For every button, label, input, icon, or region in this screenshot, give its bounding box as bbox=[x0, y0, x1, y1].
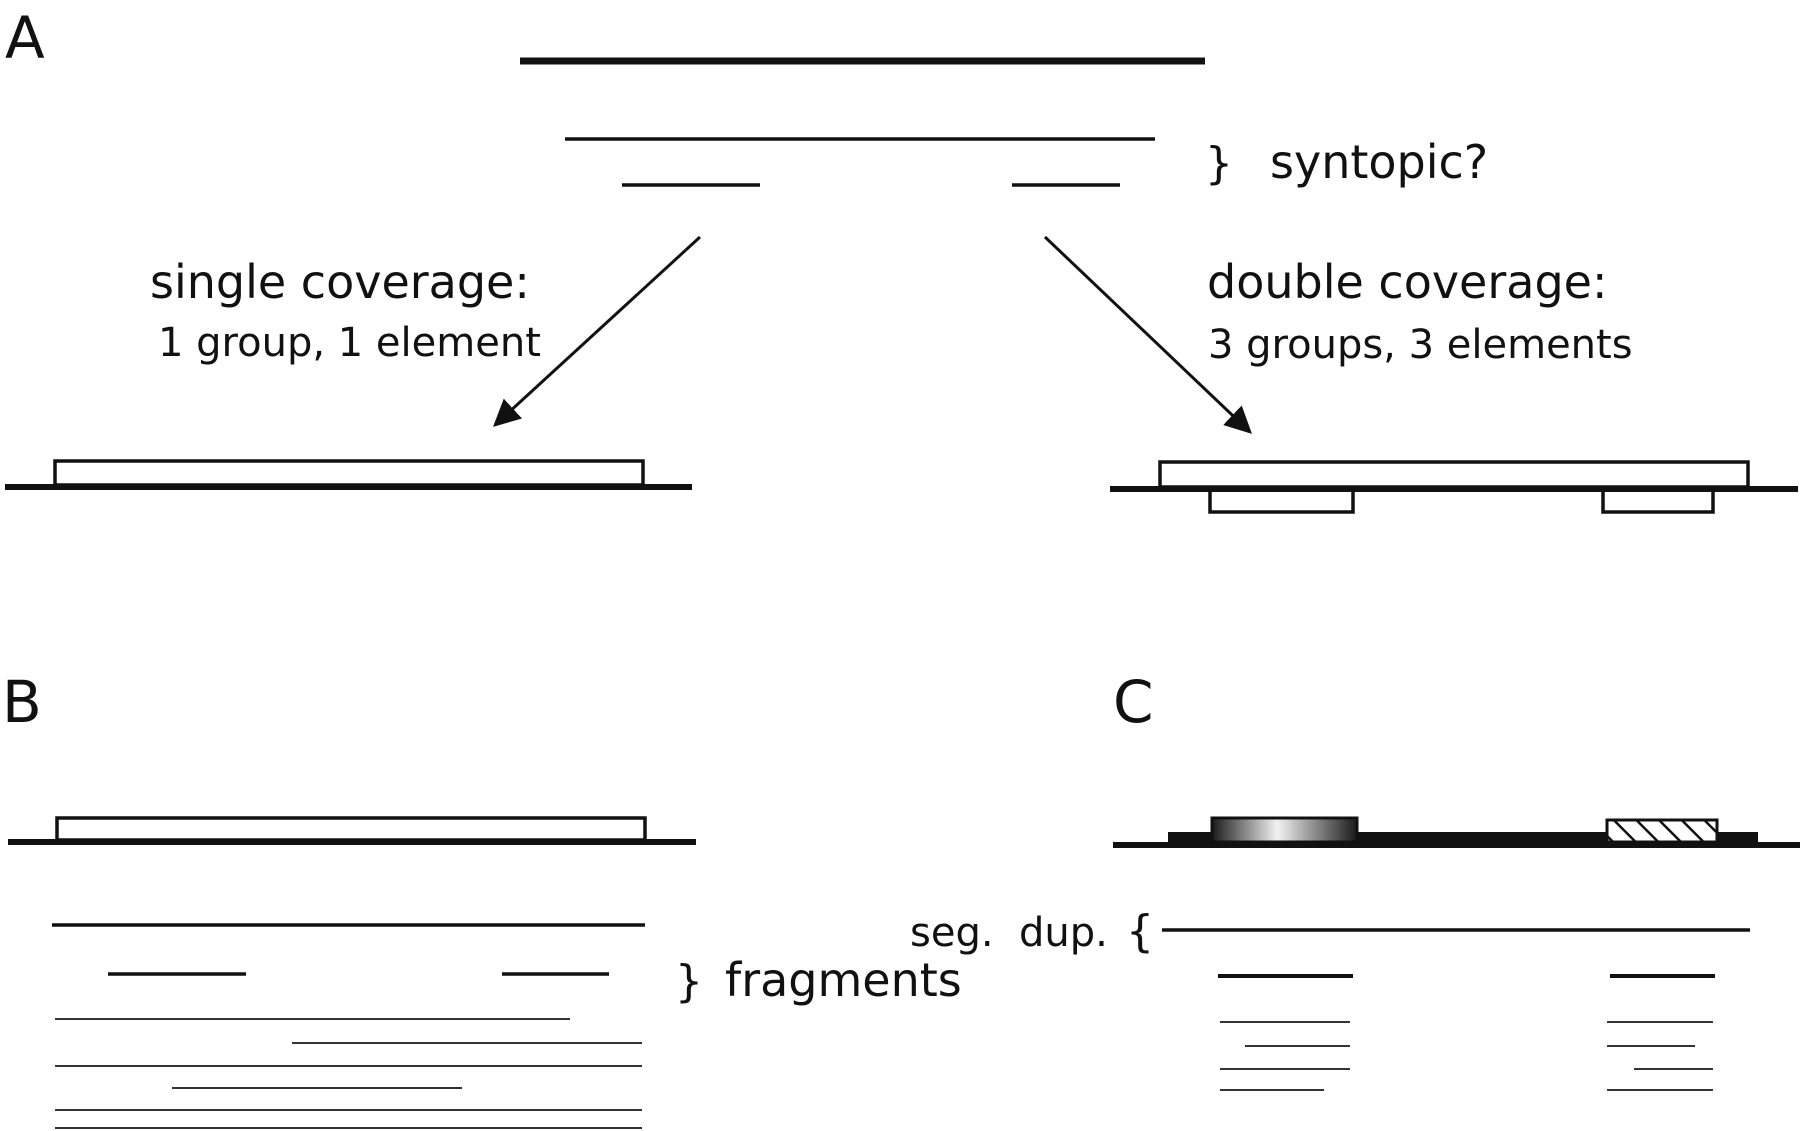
element-box bbox=[53, 459, 645, 487]
fragments-bracket: } bbox=[675, 956, 703, 1007]
fragments-label: fragments bbox=[725, 953, 962, 1007]
element-box bbox=[55, 816, 647, 842]
single-coverage-genome bbox=[5, 459, 692, 490]
shaded-element bbox=[1210, 816, 1359, 844]
hatched-element bbox=[1605, 818, 1719, 844]
single-coverage-title: single coverage: bbox=[150, 255, 530, 309]
single-coverage-subtitle: 1 group, 1 element bbox=[158, 320, 541, 366]
syntopic-bracket: } bbox=[1205, 138, 1233, 189]
seg-dup-bracket: { bbox=[1126, 906, 1154, 957]
element-box-left bbox=[1208, 488, 1355, 514]
panel-label-c: C bbox=[1113, 668, 1154, 736]
query-alignments-a bbox=[520, 57, 1205, 187]
double-coverage-title: double coverage: bbox=[1207, 255, 1607, 309]
panel-label-b: B bbox=[2, 668, 42, 736]
element-box-right bbox=[1601, 488, 1715, 514]
panel-label-a: A bbox=[5, 4, 45, 72]
element-box-full bbox=[1158, 460, 1750, 489]
double-coverage-subtitle: 3 groups, 3 elements bbox=[1208, 322, 1633, 368]
double-coverage-genome bbox=[1110, 460, 1798, 514]
seg-dup-label: seg. dup. bbox=[910, 910, 1108, 956]
panel-b-reads bbox=[55, 1018, 642, 1129]
panel-c-reads-right bbox=[1607, 1021, 1713, 1091]
arrow-left bbox=[493, 235, 702, 427]
panel-c-reads-left bbox=[1220, 1021, 1350, 1091]
flank-bar bbox=[1168, 832, 1758, 842]
panel-b-hits bbox=[52, 923, 645, 976]
syntopic-label: syntopic? bbox=[1270, 135, 1488, 189]
panel-c-genome bbox=[1113, 816, 1800, 848]
panel-b-genome bbox=[8, 816, 696, 845]
arrow-right bbox=[1043, 235, 1252, 434]
